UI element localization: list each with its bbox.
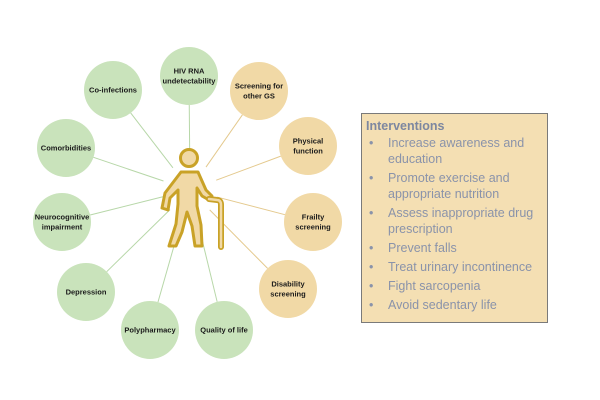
intervention-item: Treat urinary incontinence — [366, 259, 541, 275]
node-label-screening-other-gs: other GS — [243, 92, 275, 101]
node-label-quality-of-life: Quality of life — [200, 326, 248, 335]
intervention-item: Avoid sedentary life — [366, 297, 541, 313]
node-circle-disability-screening — [259, 260, 317, 318]
node-label-hiv-rna: undetectability — [163, 77, 217, 86]
node-circle-depression — [57, 263, 115, 321]
connector-screening-other-gs — [205, 114, 243, 168]
interventions-list: Increase awareness and education Promote… — [366, 135, 541, 313]
node-label-disability-screening: Disability — [271, 280, 305, 289]
intervention-item: Increase awareness and education — [366, 135, 541, 167]
node-circle-quality-of-life — [195, 301, 253, 359]
connector-comorbidities — [93, 156, 164, 182]
intervention-item: Assess inappropriate drug prescription — [366, 205, 541, 237]
person-body — [160, 170, 214, 248]
elderly-person-with-cane-icon — [160, 148, 224, 250]
node-label-physical-function: Physical — [293, 137, 323, 146]
node-comorbidities: Comorbidities — [37, 119, 95, 177]
node-circle-co-infections — [84, 61, 142, 119]
node-circle-hiv-rna — [160, 47, 218, 105]
node-label-polypharmacy: Polypharmacy — [124, 326, 176, 335]
node-circle-frailty-screening — [284, 193, 342, 251]
node-co-infections: Co-infections — [84, 61, 142, 119]
node-label-co-infections: Co-infections — [89, 86, 137, 95]
intervention-item: Fight sarcopenia — [366, 278, 541, 294]
intervention-item: Prevent falls — [366, 240, 541, 256]
node-polypharmacy: Polypharmacy — [121, 301, 179, 359]
node-depression: Depression — [57, 263, 115, 321]
connector-frailty-screening — [216, 196, 286, 216]
node-label-neurocognitive-impairment: impairment — [42, 223, 83, 232]
node-label-frailty-screening: Frailty — [302, 213, 325, 222]
node-circle-polypharmacy — [121, 301, 179, 359]
interventions-title: Interventions — [366, 119, 445, 133]
node-circle-neurocognitive-impairment — [33, 193, 91, 251]
node-quality-of-life: Quality of life — [195, 301, 253, 359]
person-head — [179, 148, 199, 168]
cane-inner — [207, 197, 223, 249]
cane — [206, 196, 224, 250]
node-label-disability-screening: screening — [270, 290, 306, 299]
node-label-screening-other-gs: Screening for — [235, 82, 283, 91]
interventions-box: Interventions Increase awareness and edu… — [361, 113, 548, 323]
node-label-physical-function: function — [293, 147, 323, 156]
node-label-comorbidities: Comorbidities — [41, 144, 91, 153]
node-circle-comorbidities — [37, 119, 95, 177]
connector-co-infections — [130, 112, 174, 169]
connector-depression — [106, 209, 171, 273]
node-label-neurocognitive-impairment: Neurocognitive — [35, 213, 90, 222]
node-circle-screening-other-gs — [230, 62, 288, 120]
node-circle-physical-function — [279, 117, 337, 175]
intervention-item: Promote exercise and appropriate nutriti… — [366, 170, 541, 202]
node-label-hiv-rna: HIV RNA — [174, 67, 205, 76]
connector-neurocognitive-impairment — [90, 196, 163, 216]
connector-physical-function — [216, 155, 282, 181]
node-label-frailty-screening: screening — [295, 223, 331, 232]
node-label-depression: Depression — [66, 288, 107, 297]
